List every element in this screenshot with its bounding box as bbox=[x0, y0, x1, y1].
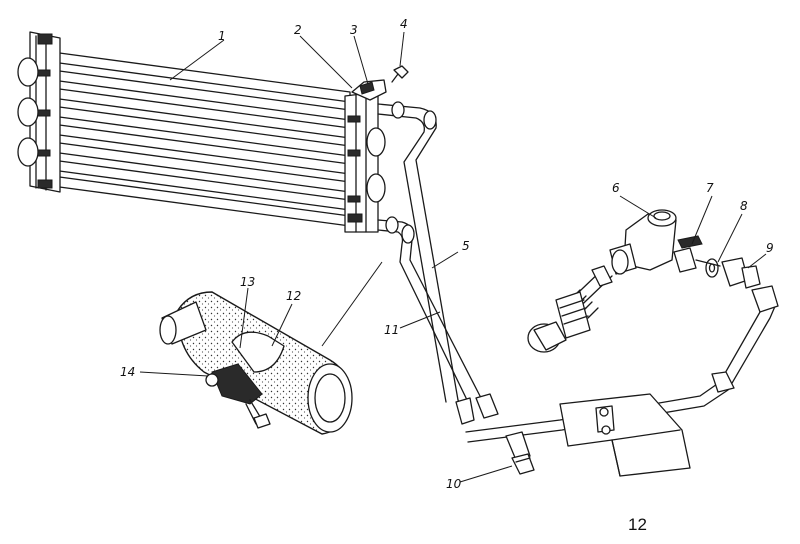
figure-number: 12 bbox=[628, 515, 647, 534]
callout-5: 5 bbox=[462, 239, 470, 253]
cooler-tubes bbox=[51, 51, 351, 227]
callout-4: 4 bbox=[400, 17, 408, 31]
callout-8: 8 bbox=[740, 199, 748, 213]
callout-14: 14 bbox=[120, 365, 135, 379]
cooler-right-header bbox=[344, 91, 386, 233]
leader-lines bbox=[139, 31, 767, 483]
bolt bbox=[391, 65, 409, 83]
thermo-valve-assembly bbox=[527, 209, 761, 353]
hose-clamp-detail bbox=[159, 291, 353, 435]
cooler-left-header bbox=[17, 31, 61, 193]
callout-7: 7 bbox=[706, 181, 714, 195]
callout-3: 3 bbox=[350, 23, 358, 37]
callout-10: 10 bbox=[446, 477, 462, 491]
callout-labels: 1 2 3 4 5 6 7 8 9 10 11 12 13 14 bbox=[120, 17, 774, 491]
callout-9: 9 bbox=[766, 241, 774, 255]
oil-hoses bbox=[377, 101, 499, 425]
callout-2: 2 bbox=[294, 23, 302, 37]
callout-13: 13 bbox=[240, 275, 255, 289]
oil-pipe-line bbox=[465, 285, 779, 443]
callout-6: 6 bbox=[612, 181, 620, 195]
pipe-support-bracket bbox=[559, 393, 691, 477]
callout-12: 12 bbox=[286, 289, 301, 303]
callout-11: 11 bbox=[384, 323, 399, 337]
callout-1: 1 bbox=[218, 29, 226, 43]
oil-cooler-radiator bbox=[17, 31, 409, 233]
drain-valve bbox=[505, 431, 535, 475]
